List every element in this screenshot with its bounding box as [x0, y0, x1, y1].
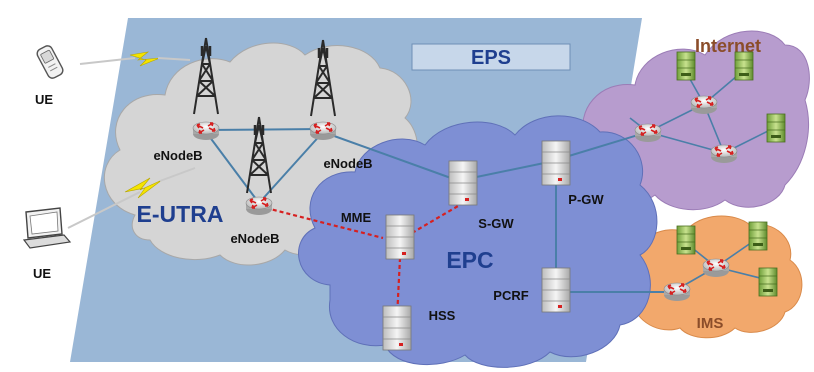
internet-label: Internet: [695, 36, 761, 56]
router-icon: [192, 121, 220, 141]
lightning-icon: [79, 51, 191, 67]
server-icon: [676, 51, 696, 81]
eps-title-box: [411, 43, 571, 71]
router-icon: [710, 144, 738, 164]
server-icon: [748, 221, 768, 251]
server-icon: [541, 140, 571, 186]
server-icon: [766, 113, 786, 143]
enodeb-right-label: eNodeB: [323, 156, 372, 171]
router-icon: [702, 258, 730, 278]
router-icon: [309, 121, 337, 141]
s-gw-label: S-GW: [478, 216, 514, 231]
mme-label: MME: [341, 210, 372, 225]
lightning-icon: [67, 167, 196, 229]
server-icon: [448, 160, 478, 206]
server-icon: [382, 305, 412, 351]
enodeb-bottom-label: eNodeB: [230, 231, 279, 246]
server-icon: [385, 214, 415, 260]
ims-label: IMS: [697, 315, 724, 332]
e-utra-label: E-UTRA: [137, 201, 224, 227]
router-icon: [245, 196, 273, 216]
router-icon: [663, 282, 691, 302]
pcrf-label: PCRF: [493, 288, 528, 303]
laptop-icon: [22, 207, 72, 249]
ue-top-label: UE: [35, 92, 53, 107]
p-gw-label: P-GW: [568, 192, 604, 207]
server-icon: [734, 51, 754, 81]
mobile-phone-icon: [36, 45, 64, 79]
hss-label: HSS: [429, 308, 456, 323]
enodeb-left-label: eNodeB: [153, 148, 202, 163]
eps-title: EPS: [471, 47, 511, 69]
epc-label: EPC: [446, 247, 493, 273]
server-icon: [676, 225, 696, 255]
server-icon: [541, 267, 571, 313]
router-icon: [690, 95, 718, 115]
router-icon: [634, 123, 662, 143]
ue-bottom-label: UE: [33, 266, 51, 281]
server-icon: [758, 267, 778, 297]
